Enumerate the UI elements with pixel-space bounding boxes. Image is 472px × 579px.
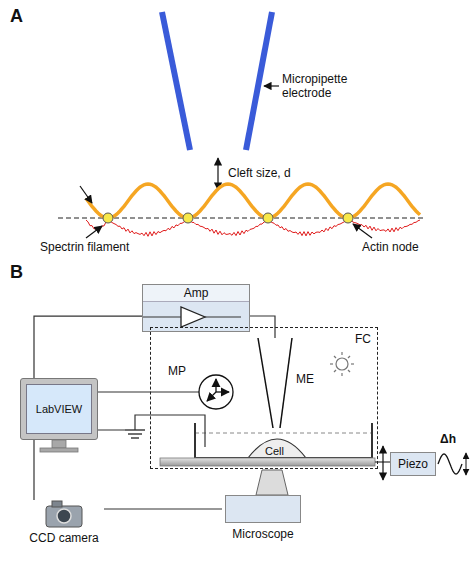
pipette-electrode (258, 338, 292, 428)
label: ME (296, 372, 314, 386)
light-source (330, 363, 333, 364)
ground-symbol (128, 433, 142, 434)
ground-symbol (125, 430, 145, 438)
motion-arrow (382, 446, 383, 480)
label: Actin node (362, 240, 419, 254)
box-title: Amp (143, 285, 249, 302)
pipette-electrode (258, 338, 273, 428)
dish (195, 423, 372, 458)
micropipette (246, 12, 272, 150)
ground-symbol (125, 429, 145, 430)
camera-icon (44, 500, 84, 528)
actin-node (263, 213, 273, 223)
amplifier-symbol (143, 316, 181, 317)
spectrin-filament (108, 220, 188, 236)
monitor-stand (52, 440, 66, 448)
cell-body (248, 439, 306, 458)
sine-signal (438, 454, 462, 474)
light-source (330, 352, 354, 376)
amplifier-symbol (181, 307, 205, 327)
device-label: CCD camera (29, 531, 98, 545)
actin-node (183, 213, 193, 223)
light-source (351, 363, 354, 364)
membrane-wave (86, 184, 420, 218)
faraday-cage: FC (150, 327, 378, 469)
cleft-arrow (217, 158, 218, 190)
light-source (334, 356, 336, 358)
monitor-stand (40, 448, 78, 452)
label: Cleft size, d (228, 166, 291, 180)
amplitude-bracket (466, 453, 467, 475)
computer-monitor: LabVIEW (20, 378, 98, 440)
light-source (348, 356, 350, 358)
pointer-arrow (80, 186, 92, 203)
wire-connector (34, 316, 142, 378)
box-title: FC (355, 332, 371, 346)
spectrin-filament (86, 220, 420, 236)
objective-lens (256, 470, 288, 495)
amplifier-box: Amp (142, 284, 250, 332)
actin-node (103, 213, 353, 223)
actin-node (103, 213, 113, 223)
pipette-electrode (280, 338, 292, 428)
box-label: Piezo (398, 457, 428, 471)
label: Cell (265, 444, 284, 458)
monitor-stand (40, 440, 78, 452)
light-source (334, 370, 336, 372)
micropipette (162, 12, 190, 150)
leader-line (353, 224, 372, 238)
camera-icon (57, 509, 71, 523)
device-label: Microscope (232, 527, 293, 541)
light-source (336, 358, 348, 370)
label: B (10, 262, 23, 282)
mp-wire (150, 391, 199, 392)
screen-text: LabVIEW (36, 402, 82, 416)
light-source (348, 370, 350, 372)
wire-connector (33, 440, 34, 500)
label: Δh (440, 432, 456, 446)
spectrin-filament (188, 220, 268, 236)
microscope-body (225, 495, 301, 523)
label: A (10, 6, 23, 26)
micropositioner (207, 392, 216, 401)
micropositioner (199, 375, 233, 409)
piezo-box: Piezo (390, 452, 436, 476)
stage-plate (160, 458, 375, 466)
light-source (341, 373, 342, 376)
label: Micropipette electrode (282, 72, 364, 100)
micropositioner (199, 375, 233, 409)
ground-wire (97, 415, 205, 447)
micropositioner (215, 379, 216, 392)
spectrin-filament (268, 220, 348, 236)
label: MP (168, 364, 186, 378)
leader-line (264, 85, 279, 86)
light-source (341, 352, 342, 355)
micropositioner (216, 391, 229, 392)
spectrin-filament (348, 220, 420, 232)
micropipette (162, 12, 272, 150)
wire-connector (98, 391, 150, 392)
camera-icon (52, 501, 62, 507)
wire-connector (104, 508, 222, 509)
label: Spectrin filament (40, 240, 129, 254)
amplifier-symbol (205, 316, 241, 317)
leader-line (86, 226, 102, 238)
fluid-level (195, 433, 372, 434)
monitor-screen: LabVIEW (26, 384, 92, 434)
ground-symbol (131, 437, 139, 438)
ccd-camera: CCD camera (24, 500, 104, 546)
actin-node (343, 213, 353, 223)
camera-icon (46, 506, 82, 527)
microscope: Microscope (222, 495, 304, 543)
